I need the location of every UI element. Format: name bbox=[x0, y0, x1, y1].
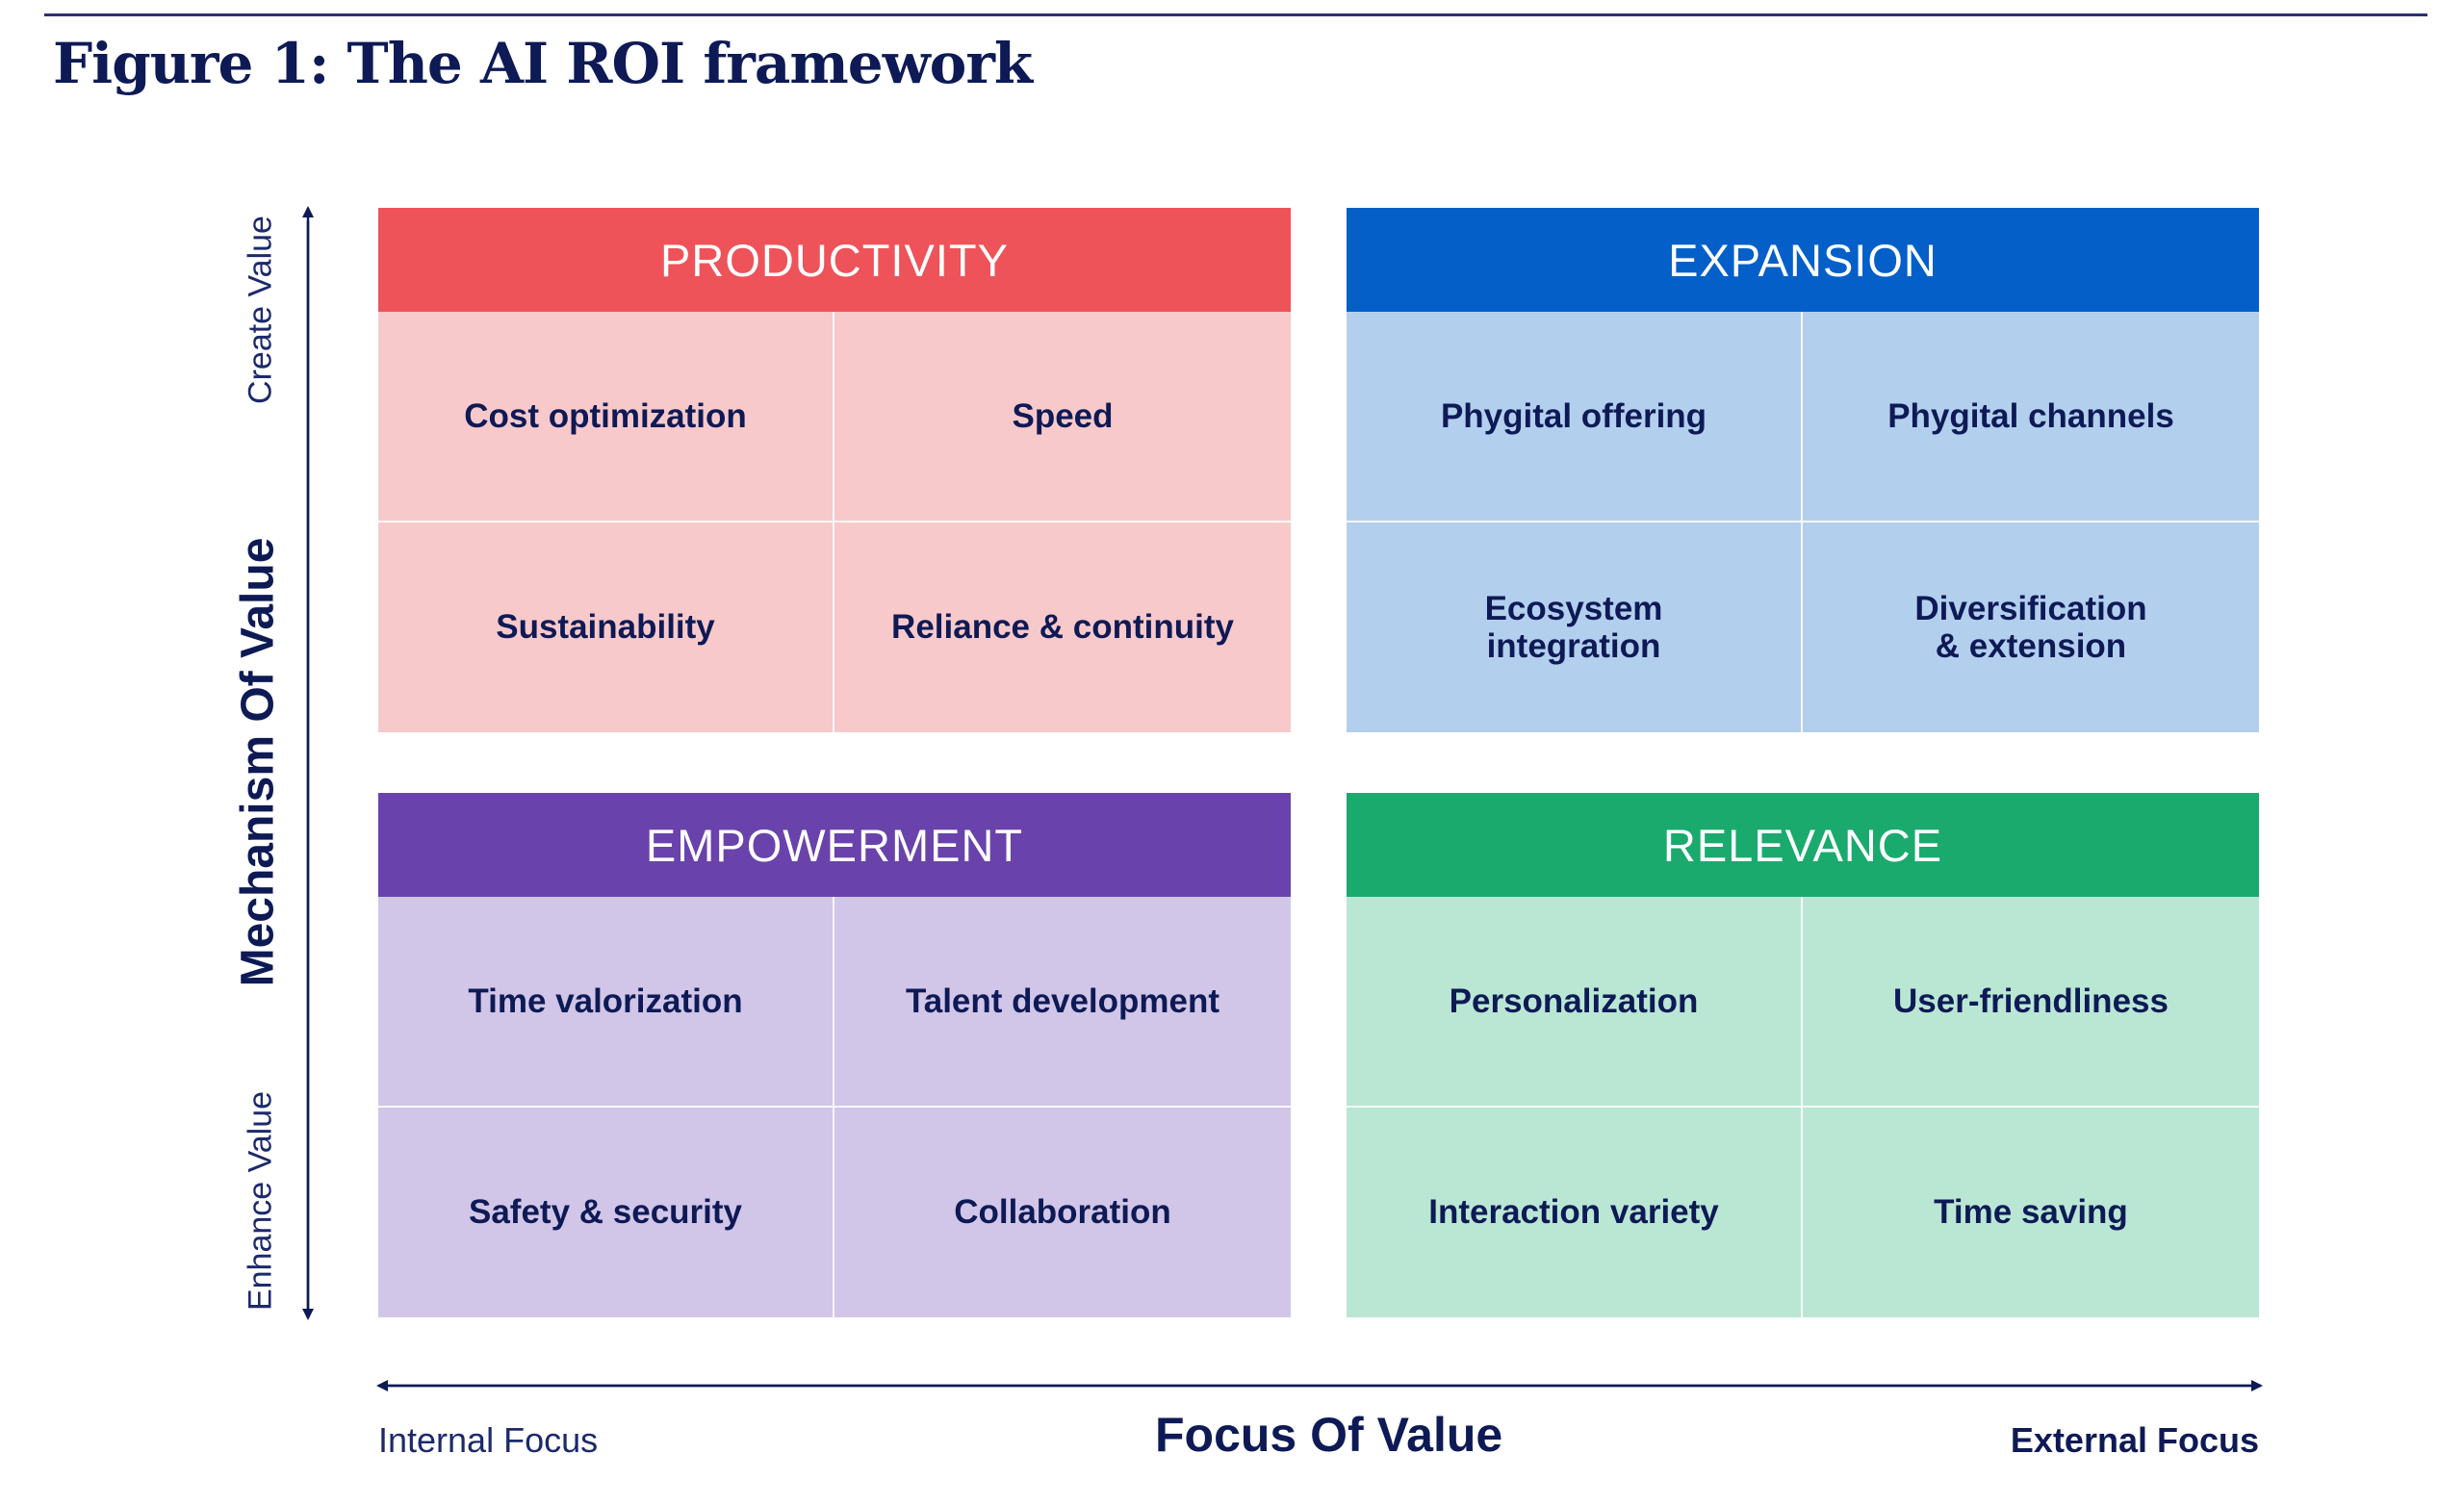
cell: Reliance & continuity bbox=[834, 522, 1291, 732]
quadrant-header: RELEVANCE bbox=[1347, 793, 2259, 897]
cell: Phygital channels bbox=[1803, 312, 2259, 523]
quadrant-productivity: PRODUCTIVITY Cost optimization Speed Sus… bbox=[378, 208, 1291, 732]
cell: Time saving bbox=[1803, 1107, 2259, 1317]
quadrant-header: PRODUCTIVITY bbox=[378, 208, 1291, 312]
cell: Personalization bbox=[1347, 897, 1803, 1108]
cell: Interaction variety bbox=[1347, 1107, 1803, 1317]
cell: Collaboration bbox=[834, 1107, 1291, 1317]
cell: Sustainability bbox=[378, 522, 834, 732]
y-axis-title: Mechanism Of Value bbox=[232, 537, 284, 987]
x-axis-title: Focus Of Value bbox=[1155, 1408, 1503, 1462]
x-axis-right-label: External Focus bbox=[2010, 1420, 2259, 1460]
x-axis-left-label: Internal Focus bbox=[378, 1420, 599, 1460]
cell: Talent development bbox=[834, 897, 1291, 1108]
quadrant-grid: Personalization User-friendliness Intera… bbox=[1347, 897, 2259, 1317]
quadrant-expansion: EXPANSION Phygital offering Phygital cha… bbox=[1347, 208, 2259, 732]
quadrant-relevance: RELEVANCE Personalization User-friendlin… bbox=[1347, 793, 2259, 1317]
quadrant-grid: Phygital offering Phygital channels Ecos… bbox=[1347, 312, 2259, 732]
figure-title: Figure 1: The AI ROI framework bbox=[53, 31, 1033, 96]
cell: Cost optimization bbox=[378, 312, 834, 523]
quadrant-grid: Cost optimization Speed Sustainability R… bbox=[378, 312, 1291, 732]
quadrant-header: EXPANSION bbox=[1347, 208, 2259, 312]
quadrant-empowerment: EMPOWERMENT Time valorization Talent dev… bbox=[378, 793, 1291, 1317]
cell: Time valorization bbox=[378, 897, 834, 1108]
cell: Speed bbox=[834, 312, 1291, 523]
quadrant-grid: Time valorization Talent development Saf… bbox=[378, 897, 1291, 1317]
cell: Diversification & extension bbox=[1803, 522, 2259, 732]
quadrant-header: EMPOWERMENT bbox=[378, 793, 1291, 897]
cell: Ecosystem integration bbox=[1347, 522, 1803, 732]
y-axis-top-label: Create Value bbox=[242, 216, 279, 404]
cell: Safety & security bbox=[378, 1107, 834, 1317]
cell: Phygital offering bbox=[1347, 312, 1803, 523]
y-axis-bottom-label: Enhance Value bbox=[242, 1090, 279, 1312]
top-rule bbox=[44, 13, 2427, 16]
cell: User-friendliness bbox=[1803, 897, 2259, 1108]
